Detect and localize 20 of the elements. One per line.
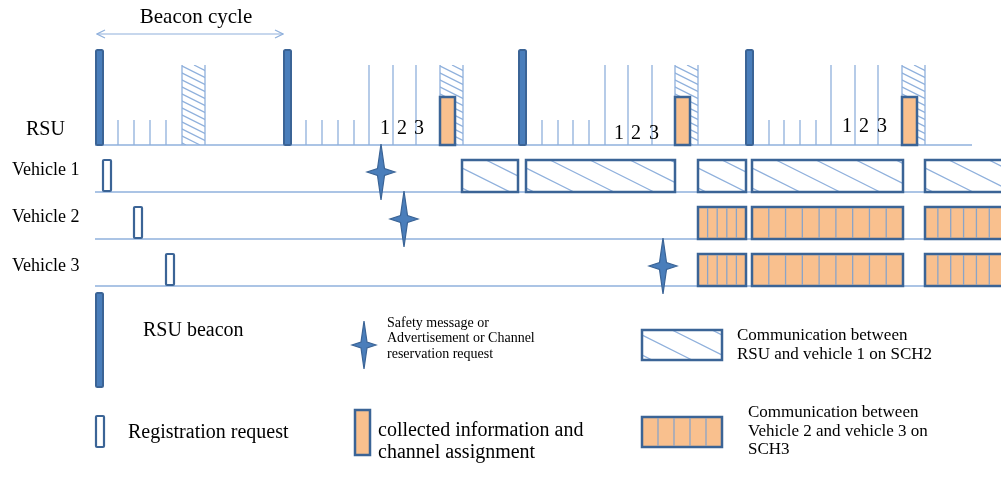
legend-label: Safety message or Advertisement or Channel reservation request: [387, 315, 536, 362]
dimension-label: Beacon cycle: [139, 5, 253, 29]
slot-number: 2: [631, 121, 641, 143]
legend-label: RSU beacon: [143, 318, 245, 340]
slot-number: 1: [614, 121, 624, 143]
row-label: Vehicle 1: [12, 160, 80, 180]
slot-number: 2: [859, 114, 869, 136]
row-label: RSU: [26, 117, 65, 139]
legend-label: Communication between Vehicle 2 and vehicle 3 on SCH3: [748, 403, 929, 460]
row-label: Vehicle 2: [12, 207, 80, 227]
legend-label: collected information and channel assignment: [378, 418, 585, 462]
row-label: Vehicle 3: [12, 256, 80, 276]
legend-label: Communication between RSU and vehicle 1 on SCH2: [737, 326, 934, 364]
slot-number: 2: [397, 116, 407, 138]
legend-label: Registration request: [128, 420, 290, 442]
slot-number: 1: [380, 116, 390, 138]
slot-number: 3: [414, 116, 424, 138]
slot-number: 1: [842, 114, 852, 136]
slot-number: 3: [649, 121, 659, 143]
slot-number: 3: [877, 114, 887, 136]
